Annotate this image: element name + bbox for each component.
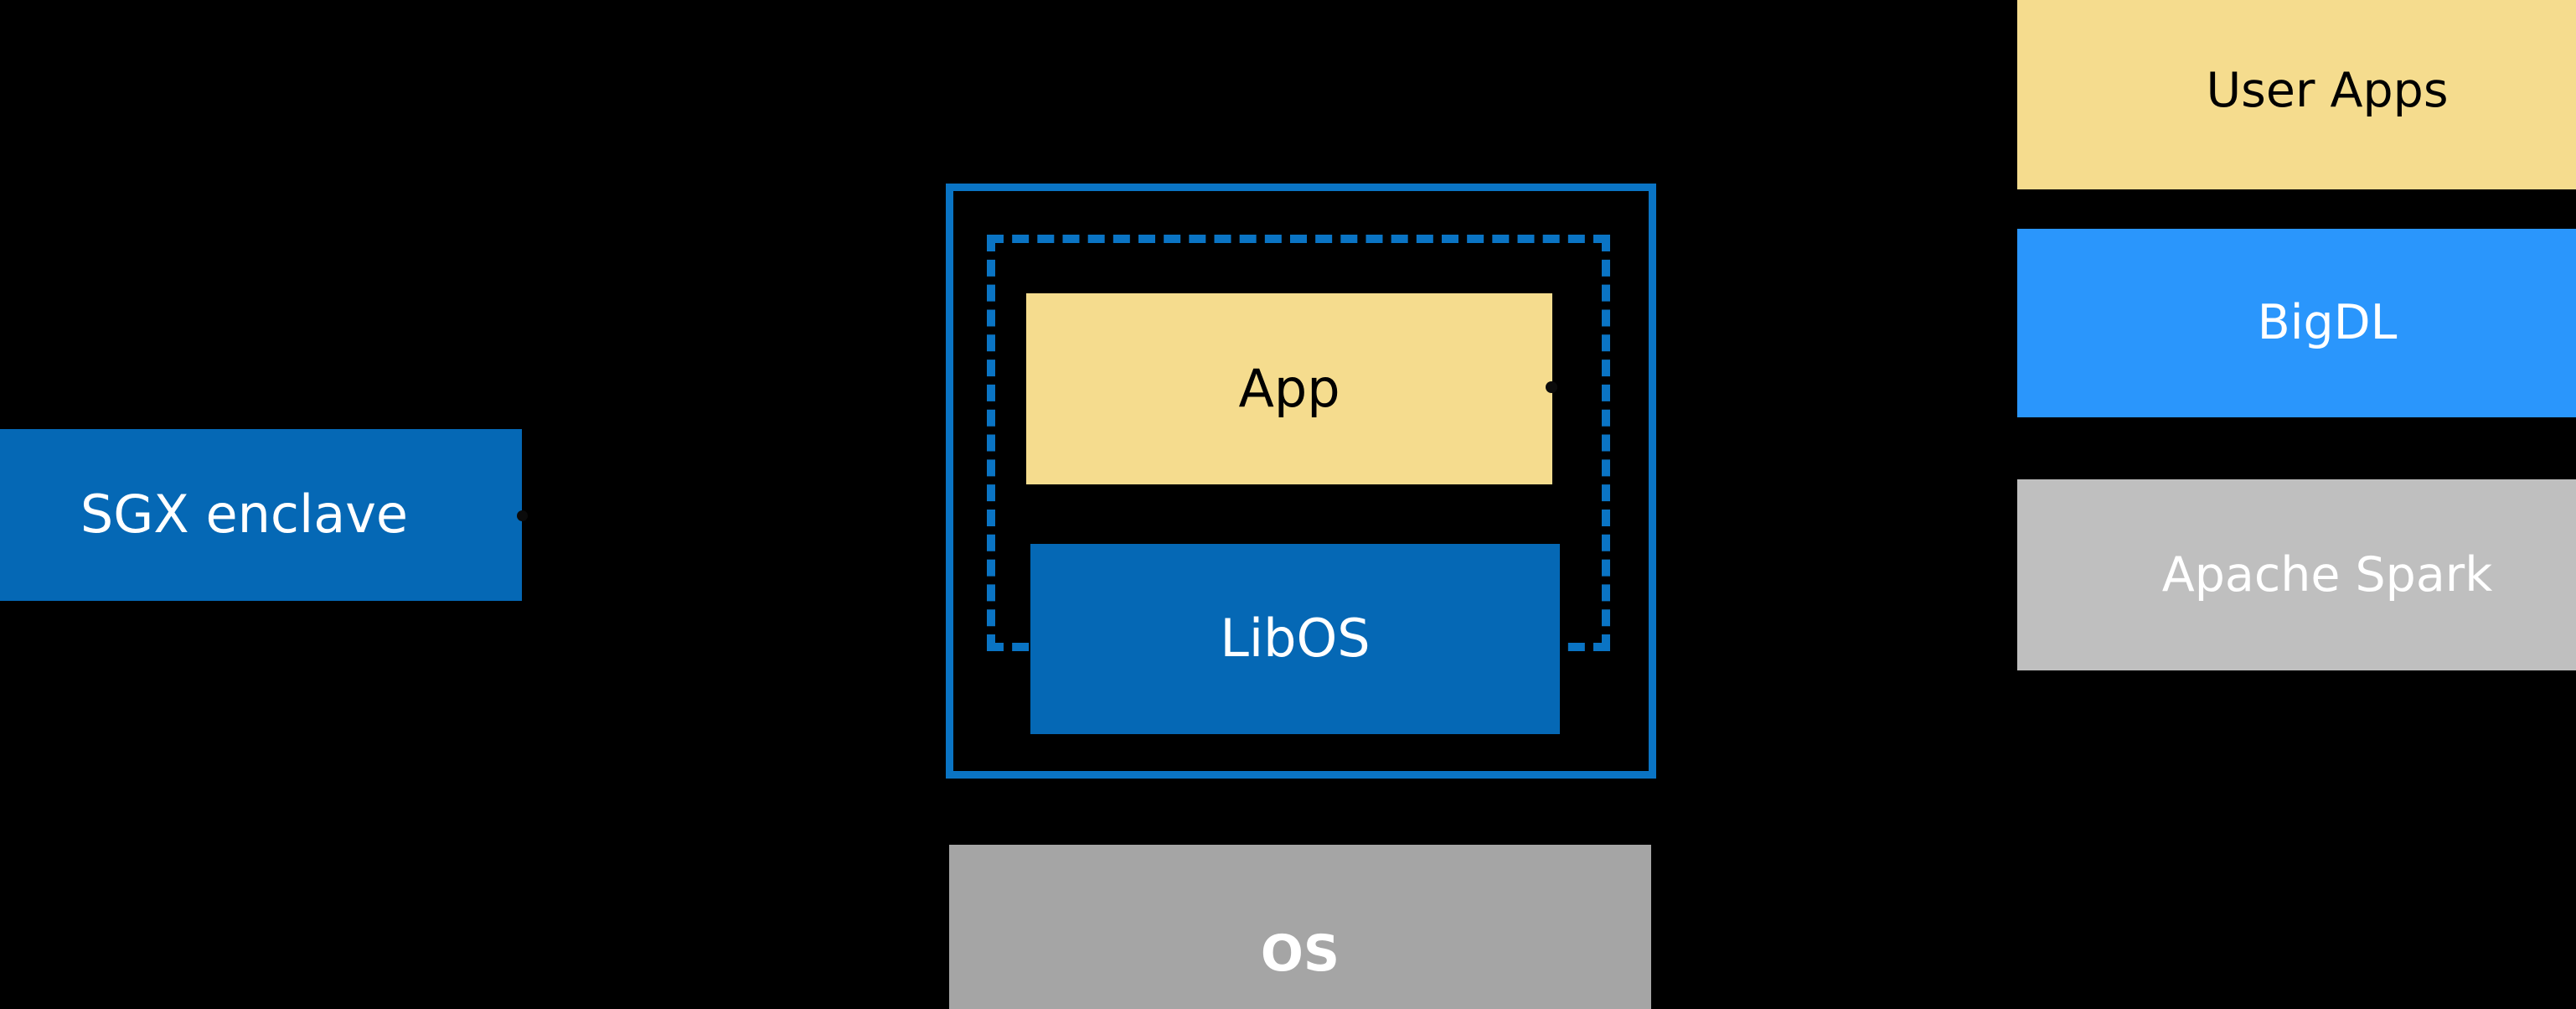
app-label: App — [1238, 357, 1340, 419]
bigdl-box: BigDL — [2017, 229, 2576, 417]
enclave-solid-outline — [946, 184, 1656, 779]
libos-box: LibOS — [1030, 544, 1560, 734]
libos-label: LibOS — [1220, 608, 1371, 670]
app-leader-dot — [1546, 381, 1557, 393]
apache-spark-box: Apache Spark — [2017, 479, 2576, 670]
bigdl-label: BigDL — [2257, 295, 2398, 351]
apache-spark-label: Apache Spark — [2161, 546, 2493, 603]
sgx-enclave-box: SGX enclave — [0, 429, 522, 601]
os-box: OS — [949, 845, 1651, 1009]
os-label: OS — [1260, 924, 1340, 983]
user-apps-label: User Apps — [2206, 62, 2449, 118]
user-apps-box: User Apps — [2017, 0, 2576, 189]
sgx-enclave-label: SGX enclave — [80, 484, 409, 546]
app-box: App — [1026, 293, 1552, 484]
sgx-enclave-leader-dot — [517, 510, 528, 521]
